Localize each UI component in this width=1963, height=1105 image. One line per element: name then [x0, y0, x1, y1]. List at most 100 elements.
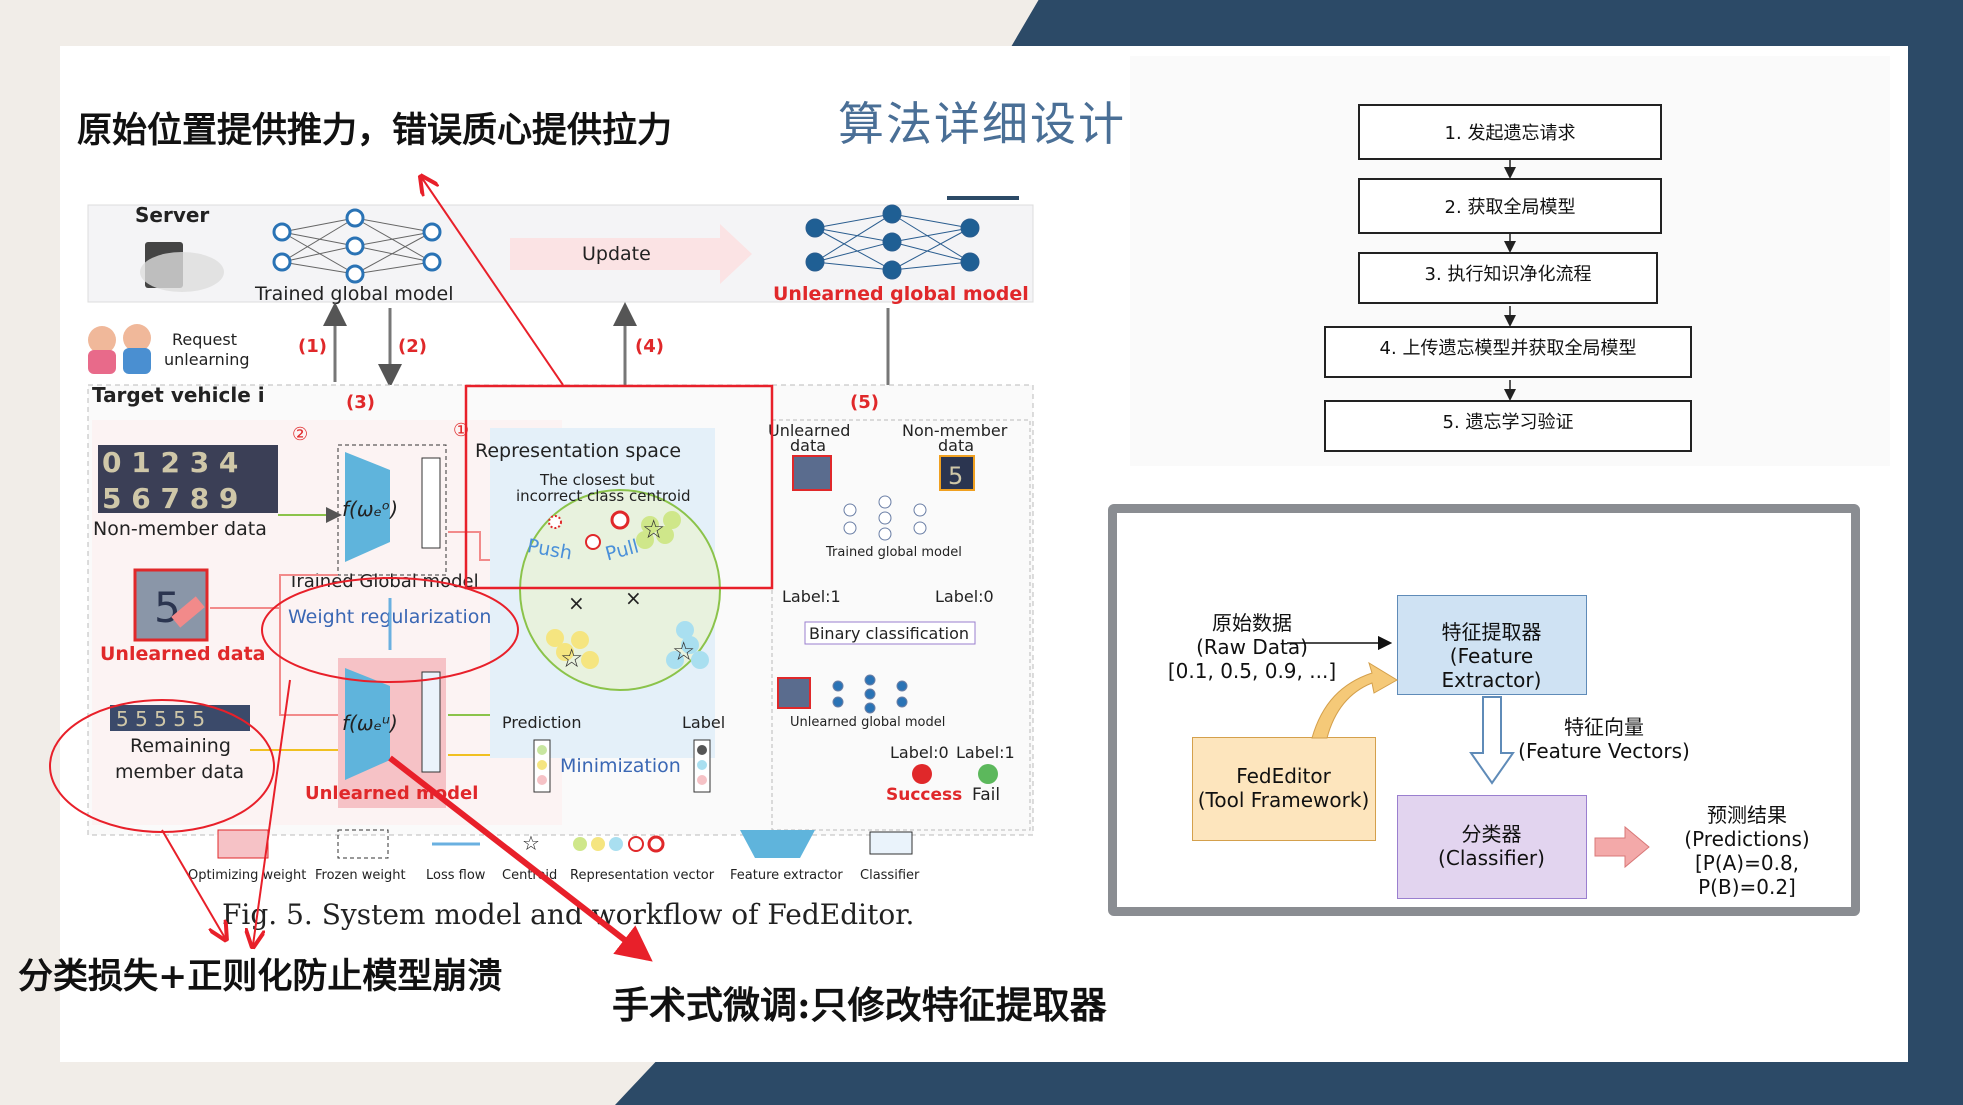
flow-step-2: 2. 获取全局模型: [1358, 178, 1662, 234]
clusters: [546, 511, 709, 669]
unlearned-thumb-2: [777, 677, 811, 709]
fe-to-cls-arrow: [1469, 696, 1515, 785]
slide-title: 算法详细设计: [838, 97, 1126, 151]
label0-b: Label:0: [890, 743, 949, 762]
label1-r: Label:1: [782, 587, 841, 606]
small-net-1: [843, 495, 927, 541]
fail-cross-icon: [978, 764, 998, 784]
step-3: (3): [346, 392, 375, 413]
centroid-star-2: ☆: [560, 644, 583, 674]
server-label: Server: [135, 203, 209, 227]
system-model-figure: Server Trained global model Update Unlea…: [60, 190, 1060, 930]
flow-step-4: 4. 上传遗忘模型并获取全局模型: [1324, 326, 1692, 378]
success-label: Success: [886, 785, 962, 805]
trained-global-model-label: Trained global model: [254, 283, 454, 305]
predictions-text: 预测结果 (Predictions) [P(A)=0.8, P(B)=0.2]: [1647, 803, 1847, 899]
remaining-label-1: Remaining: [130, 735, 231, 757]
legend-feature-extractor: [740, 830, 815, 858]
f-we-o: f(ωₑᵒ): [342, 497, 398, 521]
annotation-bottom-left: 分类损失+正则化防止模型崩溃: [18, 956, 503, 997]
fededitor-curved-arrow: [1311, 661, 1398, 739]
step-2: (2): [398, 336, 427, 357]
legend-text-6: Classifier: [860, 868, 920, 883]
binary-classification-box: [804, 621, 976, 645]
trained-classifier: [421, 457, 441, 549]
pred-en: (Predictions): [1684, 827, 1810, 851]
feature-extractor-box: 特征提取器 (Feature Extractor): [1397, 595, 1587, 695]
raw-data-cn: 原始数据: [1212, 611, 1292, 635]
fe-en: (Feature Extractor): [1441, 644, 1542, 692]
unlearned-model-label: Unlearned model: [305, 783, 478, 804]
trained-global-model-net: [272, 208, 442, 284]
fededitor-sub: (Tool Framework): [1197, 788, 1370, 812]
prediction-label: Prediction: [502, 713, 581, 732]
unlearned-data-label: Unlearned data: [100, 643, 266, 665]
fe-cn: 特征提取器: [1441, 620, 1542, 644]
cls-en: (Classifier): [1438, 846, 1545, 870]
rep-vector-red: [610, 510, 630, 530]
legend-text-4: Representation vector: [570, 868, 715, 883]
centroid-star-1: ☆: [642, 515, 665, 545]
circle-2: ②: [292, 424, 308, 445]
cls-cn: 分类器: [1461, 822, 1522, 846]
whiteboard-arrows: [1287, 635, 1650, 869]
classifier-box: 分类器 (Classifier): [1397, 795, 1587, 899]
figure-caption: Fig. 5. System model and workflow of Fed…: [222, 898, 915, 931]
unlearned-classifier: [421, 671, 441, 773]
request-unlearning-1: Request: [172, 330, 237, 349]
step-1: (1): [298, 336, 327, 357]
cross-1: ×: [568, 591, 585, 615]
trained-feature-extractor: [345, 452, 390, 562]
trained-global-model-small: Trained global model: [825, 545, 962, 560]
fededitor-box: FedEditor (Tool Framework): [1192, 737, 1376, 841]
annotation-bottom-mid: 手术式微调:只修改特征提取器: [612, 983, 1107, 1027]
label1-b: Label:1: [956, 743, 1015, 762]
legend-classifier: [869, 831, 913, 855]
representation-space-label: Representation space: [475, 440, 681, 462]
non-member-digit: 5: [948, 462, 963, 490]
annotation-top: 原始位置提供推力，错误质心提供拉力: [77, 110, 673, 151]
success-check-icon: [912, 764, 932, 784]
remaining-label-2: member data: [115, 761, 244, 783]
pred-values: [P(A)=0.8, P(B)=0.2]: [1694, 851, 1800, 899]
minimization-label: Minimization: [560, 755, 681, 777]
unlearned-global-model-net: [805, 204, 980, 280]
remaining-digits: 5 5 5 5 5: [116, 707, 205, 731]
non-member-data-label: Non-member data: [93, 518, 267, 540]
non-member-thumb: [939, 455, 975, 491]
digits-row-2: 5 6 7 8 9: [102, 482, 238, 515]
small-net-2: [832, 674, 908, 714]
flow-arrows: [1504, 158, 1516, 401]
figure-svg: Server Trained global model Update Unlea…: [87, 203, 1034, 883]
step-5: (5): [850, 392, 879, 413]
right-strip: [1908, 0, 1963, 1105]
unlearned-data-r-1: Unlearned: [768, 421, 850, 440]
non-member-r-1: Non-member: [902, 421, 1008, 440]
label0-r: Label:0: [935, 587, 994, 606]
raw-data-values: [0.1, 0.5, 0.9, ...]: [1167, 659, 1337, 683]
fv-en: (Feature Vectors): [1518, 739, 1690, 763]
legend-frozen: [337, 829, 389, 859]
pred-cn: 预测结果: [1707, 803, 1787, 827]
whiteboard-panel: 原始数据 (Raw Data) [0.1, 0.5, 0.9, ...] 特征提…: [1108, 504, 1860, 916]
non-member-digits: [98, 445, 278, 513]
fv-cn: 特征向量: [1564, 715, 1644, 739]
raw-data-en: (Raw Data): [1196, 635, 1308, 659]
fail-label: Fail: [972, 785, 1000, 805]
feature-vectors-text: 特征向量 (Feature Vectors): [1509, 715, 1699, 763]
unlearned-digit: 5: [154, 583, 181, 632]
request-people-icon: [88, 324, 151, 374]
flow-step-5: 5. 遗忘学习验证: [1324, 400, 1692, 452]
closest-centroid-1: The closest but: [539, 471, 655, 489]
cls-to-pred-arrow: [1594, 825, 1650, 869]
flow-step-3: 3. 执行知识净化流程: [1358, 252, 1658, 304]
legend-centroid-icon: ☆: [522, 831, 540, 855]
legend-text-0: Optimizing weight: [188, 868, 306, 883]
trained-global-model-block-label: Trained Global model: [287, 571, 479, 592]
raw-data-text: 原始数据 (Raw Data) [0.1, 0.5, 0.9, ...]: [1152, 611, 1352, 683]
cross-2: ×: [625, 586, 642, 610]
rep-vector-orig: [548, 515, 562, 529]
representation-highlight-box: [464, 384, 774, 590]
non-member-r-2: data: [938, 436, 974, 455]
